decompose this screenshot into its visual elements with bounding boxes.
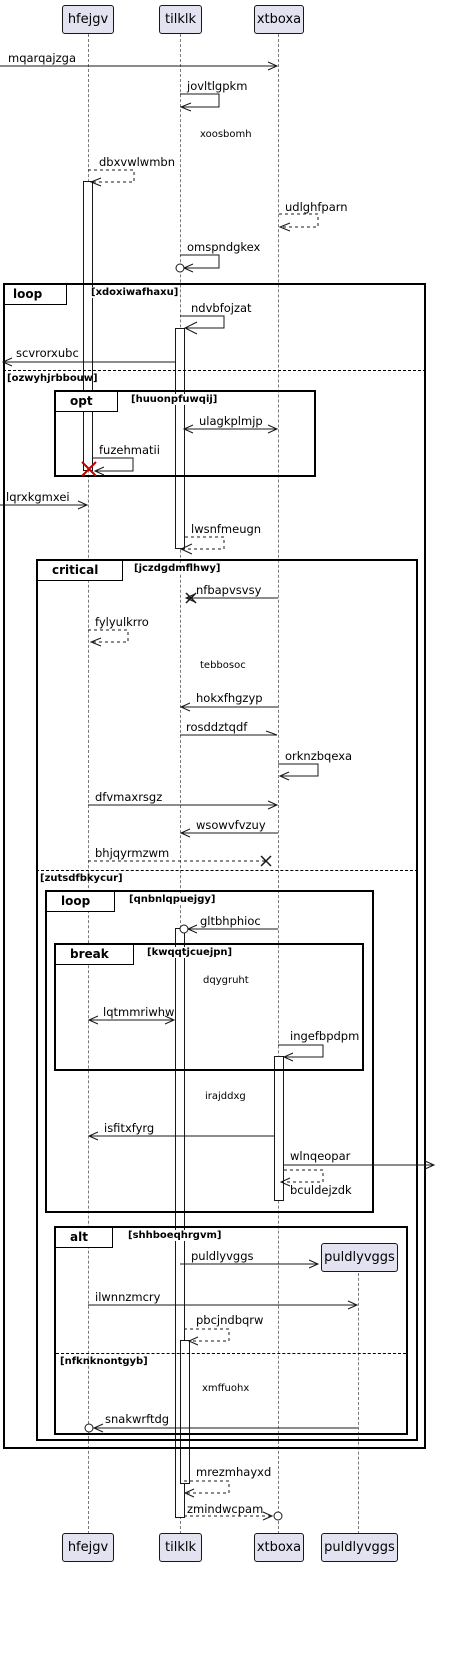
else-guard: [nfknknontgyb]: [60, 1356, 148, 1367]
message-label: lqtmmriwhw: [103, 1005, 175, 1019]
fragment-break: break [kwqqtjcuejpn]: [54, 943, 364, 1071]
fragment-guard: [huuonpfuwqij]: [131, 394, 218, 405]
activation-tilklk-3: [180, 1340, 190, 1484]
fragment-guard: [shhboeqhrgvm]: [128, 1230, 222, 1241]
fragment-guard: [xdoxiwafhaxu]: [91, 287, 179, 298]
fragment-loop-outer: loop [xdoxiwafhaxu]: [3, 283, 426, 1449]
message-label: snakwrftdg: [105, 1412, 170, 1426]
divider-text: xmffuohx: [202, 1383, 250, 1394]
message-label: ilwnnzmcry: [95, 1290, 161, 1304]
message-label: ndvbfojzat: [191, 301, 252, 315]
message-label: udlghfparn: [285, 200, 348, 214]
participant-xtboxa: xtboxa: [254, 5, 304, 34]
message-label: rosddztqdf: [186, 720, 248, 734]
fragment-label: critical: [38, 561, 124, 581]
participant-tilklk-footer: tilklk: [159, 1533, 202, 1562]
fragment-guard: [qnbnlqpuejgy]: [129, 894, 216, 905]
participant-tilklk: tilklk: [159, 5, 202, 34]
activation-xtboxa-1: [274, 1056, 284, 1201]
message-label: orknzbqexa: [285, 749, 353, 763]
else-separator: [3, 370, 426, 371]
lifeline-tilklk: [180, 34, 181, 1534]
message-label: ingefbpdpm: [290, 1029, 360, 1043]
message-label: scvrorxubc: [16, 346, 79, 360]
message-label: omspndgkex: [187, 240, 261, 254]
fragment-label: alt: [56, 1228, 113, 1248]
fragment-alt: alt [shhboeqhrgvm]: [54, 1226, 408, 1435]
divider-text: xoosbomh: [200, 129, 252, 140]
participant-hfejgv-footer: hfejgv: [62, 1533, 114, 1562]
participant-xtboxa-footer: xtboxa: [254, 1533, 304, 1562]
message-label: lwsnfmeugn: [191, 522, 262, 536]
message-label: bculdejzdk: [290, 1183, 352, 1197]
message-label: fylyulkrro: [95, 615, 149, 629]
else-guard: [ozwyhjrbbouw]: [7, 373, 98, 384]
message-label: wsowvfvzuy: [196, 818, 266, 832]
fragment-label: break: [56, 945, 134, 965]
message-label: fuzehmatii: [99, 443, 160, 457]
divider-text: tebbosoc: [200, 660, 246, 671]
activation-tilklk-1: [175, 328, 185, 549]
lifeline-hfejgv: [88, 34, 89, 1534]
message-label: dfvmaxrsgz: [95, 790, 163, 804]
fragment-label: loop: [47, 892, 116, 912]
fragment-guard: [jczdgdmflhwy]: [134, 563, 221, 574]
fragment-guard: [kwqqtjcuejpn]: [147, 947, 233, 958]
divider-text: irajddxg: [205, 1091, 246, 1102]
lifeline-puldlyvggs: [358, 1268, 359, 1534]
message-label: ulagkplmjp: [199, 414, 263, 428]
fragment-critical: critical [jczdgdmflhwy]: [36, 559, 418, 1441]
message-label: gltbhphioc: [200, 914, 261, 928]
message-label: dbxvwlwmbn: [99, 155, 176, 169]
fragment-opt: opt [huuonpfuwqij]: [54, 390, 316, 477]
participant-puldlyvggs-footer: puldlyvggs: [321, 1533, 398, 1562]
message-label: hokxfhgzyp: [196, 691, 263, 705]
else-separator: [36, 870, 418, 871]
message-label: isfitxfyrg: [104, 1121, 155, 1135]
message-label: puldlyvggs: [191, 1249, 254, 1263]
divider-text: dqygruht: [203, 975, 249, 986]
fragment-label: loop: [5, 285, 68, 305]
else-guard: [zutsdfbkycur]: [40, 873, 123, 884]
message-label: mqarqajzga: [8, 51, 77, 65]
message-label: zmindwcpam: [187, 1502, 264, 1516]
message-label: bhjqyrmzwm: [95, 846, 170, 860]
fragment-loop-inner: loop [qnbnlqpuejgy]: [45, 890, 374, 1213]
fragment-label: opt: [56, 392, 118, 412]
message-label: wlnqeopar: [290, 1149, 351, 1163]
message-label: jovltlgpkm: [187, 79, 248, 93]
message-label: nfbapvsvsy: [196, 583, 262, 597]
message-label: mrezmhayxd: [196, 1465, 272, 1479]
participant-hfejgv: hfejgv: [62, 5, 114, 34]
message-label: lqrxkgmxei: [6, 490, 70, 504]
participant-puldlyvggs: puldlyvggs: [321, 1243, 398, 1272]
else-separator: [56, 1353, 406, 1354]
lifeline-xtboxa: [278, 34, 279, 1534]
message-label: pbcjndbqrw: [196, 1313, 264, 1327]
